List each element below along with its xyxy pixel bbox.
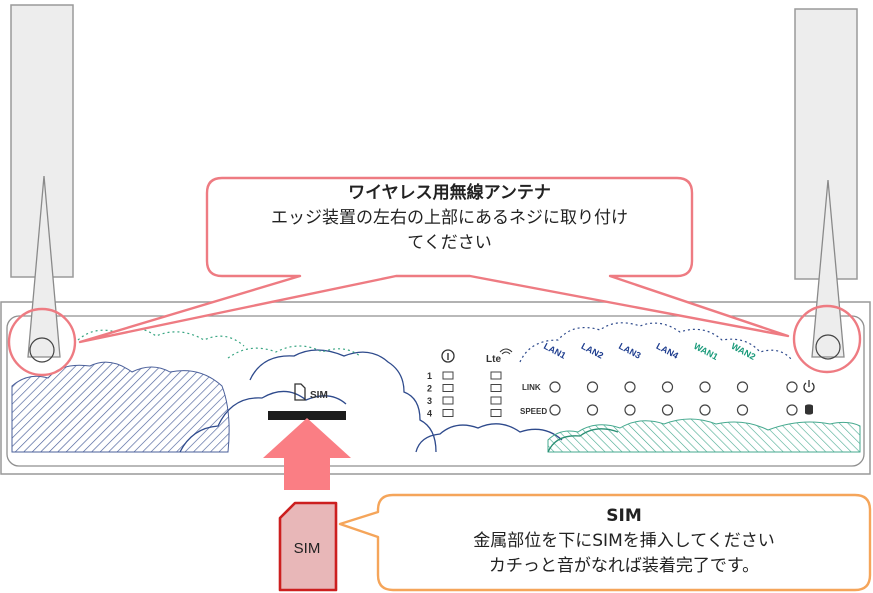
antenna-left-mount-highlight (7, 307, 77, 377)
lte-label: Lte (486, 354, 501, 365)
info-led (442, 409, 454, 417)
led-rows: 1 2 3 4 (427, 371, 502, 419)
cloud-right-green-outline (547, 428, 619, 453)
antenna-right-mount-highlight (792, 304, 862, 374)
sim-callout-line2: カチっと音がなれば装着完了です。 (488, 556, 760, 576)
port-speed-led (549, 404, 561, 416)
port-link-led (736, 381, 749, 393)
info-led (442, 396, 454, 405)
lte-led (490, 384, 502, 392)
sim-slot (268, 411, 346, 420)
sim-callout-line1: 金属部位を下にSIMを挿入してください (473, 531, 775, 551)
antenna-left-nut (29, 337, 55, 363)
storage-led (786, 404, 798, 416)
port-link-led (586, 381, 599, 393)
info-led (442, 384, 454, 392)
lte-led (490, 409, 502, 417)
led-row-label: 2 (427, 384, 432, 394)
cloud-mid-outline (249, 349, 437, 453)
lte-led (490, 396, 502, 405)
port-link-led (549, 381, 561, 393)
sim-card-label: SIM (294, 540, 321, 557)
antenna-callout-title: ワイヤレス用無線アンテナ (348, 183, 551, 203)
port-link-led (699, 381, 711, 393)
antenna-callout-text: ワイヤレス用無線アンテナ エッジ装置の左右の上部にあるネジに取り付け てください (207, 181, 692, 256)
insert-arrow (263, 418, 351, 490)
port-link-led (624, 381, 636, 393)
cloud-left-outline (179, 390, 347, 453)
port-speed-led (661, 404, 674, 416)
led-row-label: 1 (427, 371, 432, 381)
link-label: LINK (522, 383, 541, 392)
antenna-right-tip (811, 179, 845, 358)
sim-callout-text: SIM 金属部位を下にSIMを挿入してください カチっと音がなれば装着完了です。 (378, 504, 870, 579)
lte-signal-icon (499, 348, 513, 355)
port-link-led (661, 381, 674, 393)
antenna-callout-bubble (78, 176, 790, 344)
sim-card: SIM (278, 501, 338, 592)
port-speed-led (736, 404, 749, 416)
cloud-dotted-top (77, 327, 245, 347)
port-speed-led (699, 404, 711, 416)
led-row-label: 4 (427, 409, 432, 419)
storage-icon (805, 404, 813, 415)
cloud-center-outline (415, 423, 563, 453)
cloud-left (11, 361, 230, 453)
cloud-right-hatched (547, 418, 861, 453)
port-speed-led (624, 404, 636, 416)
sim-callout-title: SIM (606, 506, 642, 526)
power-led (786, 381, 798, 393)
port-leds (549, 381, 749, 416)
sim-card-icon (294, 383, 306, 401)
cloud-dotted-mid (227, 345, 361, 359)
info-icon (441, 349, 455, 363)
speed-label: SPEED (520, 407, 547, 416)
power-icon (803, 380, 815, 393)
antenna-callout-line1: エッジ装置の左右の上部にあるネジに取り付け (271, 208, 628, 228)
info-led (442, 371, 454, 380)
port-speed-led (586, 404, 599, 416)
sim-callout-bubble (338, 493, 872, 592)
sim-slot-label: SIM (310, 390, 328, 401)
antenna-right-nut (815, 334, 841, 360)
antenna-left-tip (27, 175, 61, 358)
cloud-right-dotted (519, 322, 793, 363)
led-row-label: 3 (427, 396, 432, 406)
lte-led (490, 371, 502, 380)
antenna-callout-line2: てください (407, 233, 492, 253)
